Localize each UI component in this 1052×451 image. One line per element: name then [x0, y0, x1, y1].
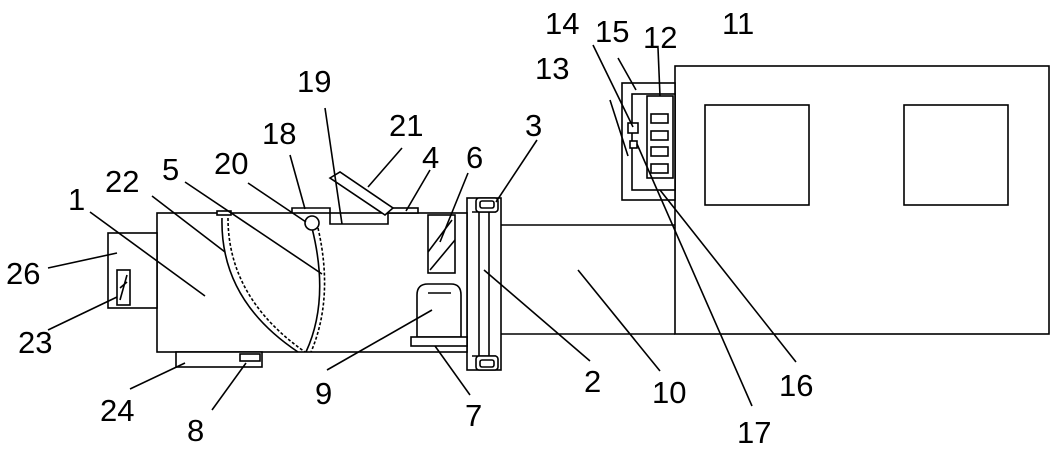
label-11: 11 — [722, 6, 754, 41]
label-22: 22 — [105, 164, 139, 199]
top-step — [291, 207, 389, 225]
button-3 — [650, 146, 669, 157]
label-12: 12 — [643, 20, 677, 55]
bottom-bracket — [175, 351, 263, 368]
label-19: 19 — [297, 64, 331, 99]
lever-21 — [328, 171, 395, 217]
label-9: 9 — [315, 376, 332, 411]
label-2: 2 — [584, 364, 601, 399]
label-26: 26 — [6, 256, 40, 291]
control-box — [621, 82, 676, 201]
housing-window-left — [704, 104, 810, 206]
label-23: 23 — [18, 325, 52, 360]
machine-housing — [674, 65, 1050, 335]
label-18: 18 — [262, 116, 296, 151]
label-5: 5 — [162, 152, 179, 187]
button-1 — [650, 113, 669, 124]
label-17: 17 — [737, 415, 771, 450]
label-7: 7 — [465, 398, 482, 433]
hinge-20 — [304, 215, 320, 231]
label-14: 14 — [545, 6, 579, 41]
leader-lines — [47, 44, 797, 411]
label-8: 8 — [187, 413, 204, 448]
label-3: 3 — [525, 108, 542, 143]
flange-clip-inner-top — [479, 200, 495, 209]
curved-screen — [221, 217, 326, 353]
button-4 — [650, 163, 669, 174]
label-10: 10 — [652, 375, 686, 410]
label-1: 1 — [68, 182, 85, 217]
latch-8 — [239, 353, 261, 362]
label-21: 21 — [389, 108, 423, 143]
label-6: 6 — [466, 140, 483, 175]
sight-window-6 — [427, 214, 456, 274]
label-4: 4 — [422, 140, 439, 175]
labels: 1 22 5 20 18 19 21 4 6 3 2 10 7 9 8 24 2… — [6, 6, 813, 450]
label-20: 20 — [214, 146, 248, 181]
indicator-14 — [627, 122, 639, 134]
indicator-17 — [629, 140, 638, 149]
left-attachment — [107, 232, 158, 309]
button-2 — [650, 130, 669, 141]
main-body — [156, 207, 468, 353]
flange — [466, 197, 502, 371]
motor-block — [410, 283, 468, 347]
label-13: 13 — [535, 51, 569, 86]
label-15: 15 — [595, 14, 629, 49]
label-24: 24 — [100, 393, 134, 428]
housing-window-right — [903, 104, 1009, 206]
barrel — [500, 224, 675, 335]
label-16: 16 — [779, 368, 813, 403]
flange-clip-inner-bottom — [479, 359, 495, 368]
